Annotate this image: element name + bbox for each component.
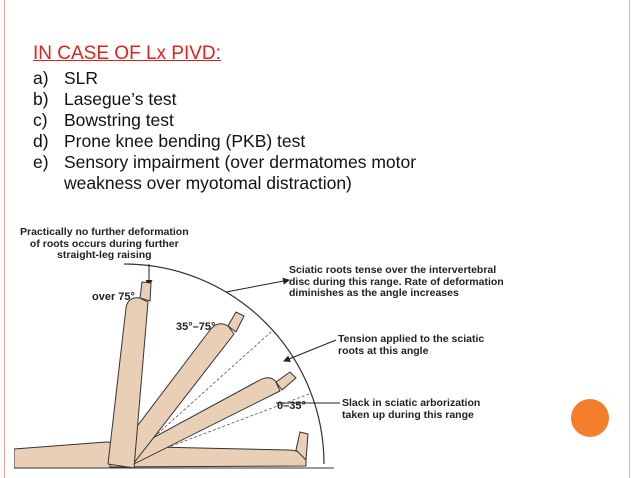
note-line: Practically no further deformation [20, 226, 189, 238]
slr-diagram [14, 263, 340, 469]
list-item-text: SLR [64, 68, 99, 88]
angle-arc [123, 263, 325, 465]
list-item: a) SLR [33, 68, 416, 89]
list-item-text: Prone knee bending (PKB) test [64, 131, 306, 151]
list-marker: b) [33, 89, 49, 109]
slide-title: IN CASE OF Lx PIVD: [33, 43, 221, 64]
list-item-text-line-1: Sensory impairment (over dermatomes moto… [64, 152, 417, 172]
list-marker: e) [33, 152, 49, 172]
note-slack-sciatic: Slack in sciatic arborization taken up d… [342, 397, 481, 421]
angle-label-35-75: 35°–75° [176, 321, 216, 333]
leg-55deg [109, 323, 235, 469]
right-border-line [629, 0, 630, 478]
note-line: Tension applied to the sciatic [338, 333, 485, 345]
note-line: straight-leg raising [57, 249, 152, 261]
note-tension-applied: Tension applied to the sciatic roots at … [338, 333, 485, 357]
list-item-text: Bowstring test [64, 110, 174, 130]
list-item-text: Lasegue’s test [64, 89, 177, 109]
note-line: Sciatic roots tense over the interverteb… [289, 264, 497, 276]
leg-35deg [110, 377, 281, 469]
left-border-line [4, 0, 5, 478]
list-item: d) Prone knee bending (PKB) test [33, 131, 416, 152]
leg-80deg [107, 297, 149, 469]
list-item: e) Sensory impairment (over dermatomes mo… [33, 152, 416, 194]
orange-accent-dot [571, 399, 609, 437]
test-list: a)SLR b)Lasegue’s test c)Bowstring test … [33, 68, 416, 194]
note-no-further-deformation: Practically no further deformation of ro… [20, 226, 189, 262]
list-item: b) Lasegue’s test [33, 89, 416, 110]
list-marker: a) [33, 68, 49, 88]
note-line: diminishes as the angle increases [289, 287, 459, 299]
list-item: c) Bowstring test [33, 110, 416, 131]
angle-label-0-35: 0–35° [277, 400, 306, 412]
list-marker: c) [33, 110, 48, 130]
note-line: disc during this range. Rate of deformat… [289, 275, 504, 288]
note-line: of roots occurs during further [29, 237, 179, 250]
angle-label-over75: over 75° [92, 291, 135, 303]
note-line: taken up during this range [342, 408, 474, 421]
note-line: roots at this angle [338, 344, 429, 357]
list-marker: d) [33, 131, 49, 151]
note-line: Slack in sciatic arborization [342, 397, 481, 409]
note-sciatic-roots-tense: Sciatic roots tense over the interverteb… [289, 264, 504, 300]
list-item-text-line-2: weakness over myotomal distraction) [64, 173, 352, 193]
